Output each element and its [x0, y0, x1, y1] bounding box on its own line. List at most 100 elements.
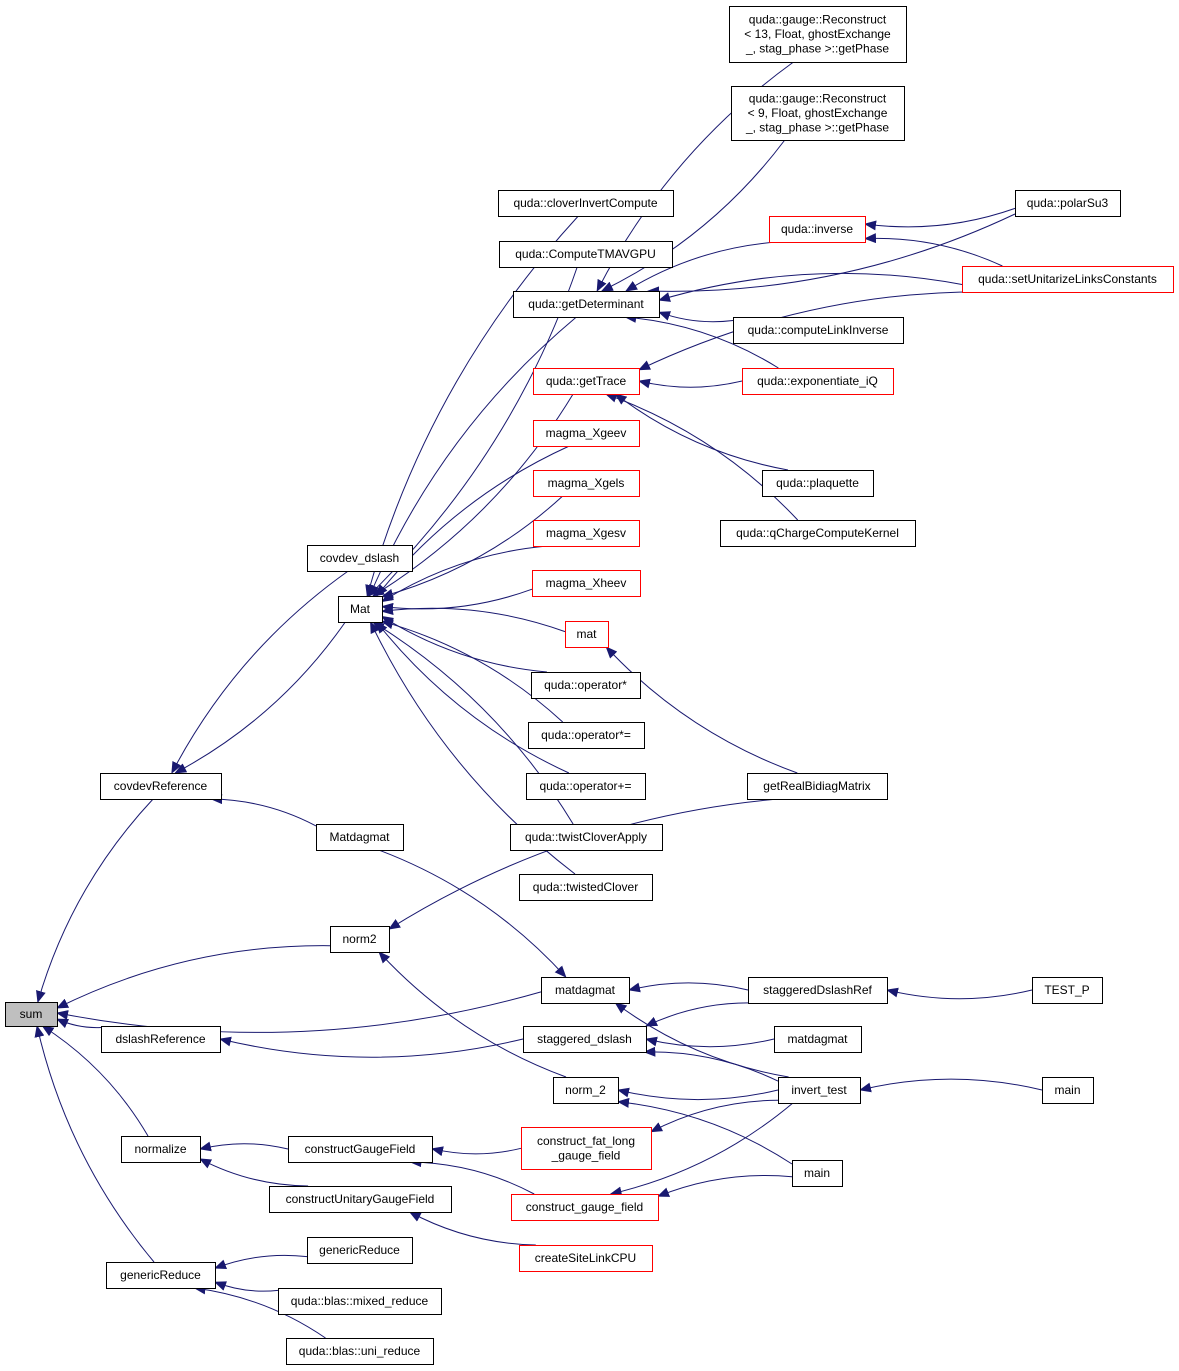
node-magma_Xgesv[interactable]: magma_Xgesv: [533, 520, 640, 547]
node-reconstruct9[interactable]: quda::gauge::Reconstruct< 9, Float, ghos…: [731, 86, 905, 141]
node-box[interactable]: [748, 977, 888, 1004]
node-box[interactable]: [533, 470, 640, 497]
node-box[interactable]: [774, 1026, 862, 1053]
node-staggeredDslashRef[interactable]: staggeredDslashRef: [748, 977, 888, 1004]
node-box[interactable]: [288, 1136, 433, 1163]
node-box[interactable]: [523, 1026, 647, 1053]
node-box[interactable]: [278, 1288, 442, 1315]
node-exponentiate_iQ[interactable]: quda::exponentiate_iQ: [742, 368, 894, 395]
node-box[interactable]: [528, 722, 645, 749]
node-dslashReference[interactable]: dslashReference: [101, 1026, 221, 1053]
node-box[interactable]: [747, 773, 888, 800]
node-Mat[interactable]: Mat: [338, 596, 383, 623]
node-box[interactable]: [121, 1136, 201, 1163]
node-construct_fat_long[interactable]: construct_fat_long_gauge_field: [521, 1127, 652, 1170]
node-twistedClover[interactable]: quda::twistedClover: [519, 874, 653, 901]
node-box[interactable]: [533, 520, 640, 547]
node-mat[interactable]: mat: [565, 621, 609, 648]
node-box[interactable]: [762, 470, 874, 497]
node-box[interactable]: [499, 241, 673, 268]
node-TEST_P[interactable]: TEST_P: [1032, 977, 1103, 1004]
node-norm2[interactable]: norm2: [330, 926, 390, 953]
node-box[interactable]: [269, 1186, 452, 1213]
node-inverse[interactable]: quda::inverse: [769, 216, 866, 243]
node-twistCloverApply[interactable]: quda::twistCloverApply: [510, 824, 663, 851]
node-box[interactable]: [1015, 190, 1121, 217]
node-box[interactable]: [519, 1245, 653, 1272]
node-polarSu3[interactable]: quda::polarSu3: [1015, 190, 1121, 217]
node-box[interactable]: [720, 520, 916, 547]
node-staggered_dslash[interactable]: staggered_dslash: [523, 1026, 647, 1053]
node-box[interactable]: [531, 672, 641, 699]
node-ComputeTMAVGPU[interactable]: quda::ComputeTMAVGPU: [499, 241, 673, 268]
node-box[interactable]: [565, 621, 609, 648]
node-box[interactable]: [106, 1262, 216, 1289]
node-box[interactable]: [286, 1338, 434, 1365]
node-magma_Xgels[interactable]: magma_Xgels: [533, 470, 640, 497]
node-Matdagmat[interactable]: Matdagmat: [316, 824, 404, 851]
node-box[interactable]: [533, 368, 640, 395]
node-getDeterminant[interactable]: quda::getDeterminant: [513, 291, 660, 318]
node-opMul[interactable]: quda::operator*: [531, 672, 641, 699]
node-box[interactable]: [307, 1237, 413, 1264]
node-main1[interactable]: main: [792, 1160, 843, 1187]
node-cloverInvertCompute[interactable]: quda::cloverInvertCompute: [498, 190, 674, 217]
node-matdagmat2[interactable]: matdagmat: [774, 1026, 862, 1053]
node-box[interactable]: [316, 824, 404, 851]
node-box[interactable]: [100, 773, 222, 800]
node-box[interactable]: [519, 874, 653, 901]
node-magma_Xheev[interactable]: magma_Xheev: [532, 570, 641, 597]
node-box[interactable]: [526, 773, 646, 800]
node-box[interactable]: [521, 1127, 652, 1170]
node-box[interactable]: [330, 926, 390, 953]
node-sum[interactable]: sum: [5, 1002, 58, 1027]
node-computeLinkInverse[interactable]: quda::computeLinkInverse: [733, 317, 904, 344]
node-getTrace[interactable]: quda::getTrace: [533, 368, 640, 395]
node-covdev_dslash[interactable]: covdev_dslash: [307, 545, 413, 572]
node-covdevReference[interactable]: covdevReference: [100, 773, 222, 800]
node-box[interactable]: [733, 317, 904, 344]
node-box[interactable]: [962, 266, 1174, 293]
node-construct_gauge_field[interactable]: construct_gauge_field: [511, 1194, 659, 1221]
node-setUnitarizeLinksConstants[interactable]: quda::setUnitarizeLinksConstants: [962, 266, 1174, 293]
node-norm_2[interactable]: norm_2: [553, 1077, 619, 1104]
node-box[interactable]: [511, 1194, 659, 1221]
node-matdagmat1[interactable]: matdagmat: [541, 977, 630, 1004]
node-box[interactable]: [731, 86, 905, 141]
node-mixed_reduce[interactable]: quda::blas::mixed_reduce: [278, 1288, 442, 1315]
node-createSiteLinkCPU[interactable]: createSiteLinkCPU: [519, 1245, 653, 1272]
node-normalize[interactable]: normalize: [121, 1136, 201, 1163]
node-plaquette[interactable]: quda::plaquette: [762, 470, 874, 497]
node-box[interactable]: [1032, 977, 1103, 1004]
node-box[interactable]: [307, 545, 413, 572]
node-qChargeComputeKernel[interactable]: quda::qChargeComputeKernel: [720, 520, 916, 547]
node-opMulEq[interactable]: quda::operator*=: [528, 722, 645, 749]
node-invert_test[interactable]: invert_test: [778, 1077, 861, 1104]
node-box[interactable]: [553, 1077, 619, 1104]
node-genericReduce[interactable]: genericReduce: [106, 1262, 216, 1289]
node-constructUnitaryGaugeField[interactable]: constructUnitaryGaugeField: [269, 1186, 452, 1213]
node-magma_Xgeev[interactable]: magma_Xgeev: [533, 420, 640, 447]
node-reconstruct13[interactable]: quda::gauge::Reconstruct< 13, Float, gho…: [729, 6, 907, 63]
node-box[interactable]: [778, 1077, 861, 1104]
node-box[interactable]: [742, 368, 894, 395]
node-box[interactable]: [498, 190, 674, 217]
node-box[interactable]: [729, 6, 907, 63]
node-box[interactable]: [1042, 1077, 1094, 1104]
node-box[interactable]: [541, 977, 630, 1004]
node-box[interactable]: [792, 1160, 843, 1187]
node-box[interactable]: [5, 1002, 58, 1027]
node-main2[interactable]: main: [1042, 1077, 1094, 1104]
node-box[interactable]: [533, 420, 640, 447]
node-box[interactable]: [101, 1026, 221, 1053]
node-box[interactable]: [513, 291, 660, 318]
node-constructGaugeField[interactable]: constructGaugeField: [288, 1136, 433, 1163]
node-uni_reduce[interactable]: quda::blas::uni_reduce: [286, 1338, 434, 1365]
node-box[interactable]: [510, 824, 663, 851]
node-getRealBidiagMatrix[interactable]: getRealBidiagMatrix: [747, 773, 888, 800]
node-box[interactable]: [769, 216, 866, 243]
node-box[interactable]: [338, 596, 383, 623]
node-genericReduce2[interactable]: genericReduce: [307, 1237, 413, 1264]
node-box[interactable]: [532, 570, 641, 597]
node-opAddEq[interactable]: quda::operator+=: [526, 773, 646, 800]
